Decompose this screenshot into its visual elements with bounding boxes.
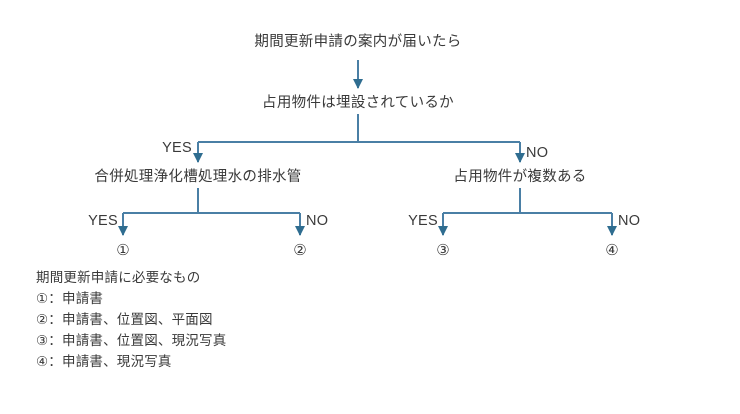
edge-label-main-no: NO [526,145,549,161]
node-branch-left: 合併処理浄化槽処理水の排水管 [94,169,302,185]
outcome-marker-two: ② [293,242,307,259]
outcome-marker-four: ④ [605,242,619,259]
legend-item-two: ②：申請書、位置図、平面図 [36,311,213,327]
edge-label-right-yes: YES [408,213,438,229]
edge-label-left-no: NO [306,213,329,229]
node-start: 期間更新申請の案内が届いたら [254,34,462,50]
edge-label-right-no: NO [618,213,641,229]
node-question-buried: 占用物件は埋設されているか [262,95,454,111]
node-branch-right: 占用物件が複数ある [453,169,587,185]
outcome-marker-one: ① [116,242,130,259]
legend-item-four: ④：申請書、現況写真 [36,353,172,369]
legend-item-one: ①：申請書 [36,290,104,306]
edge-label-main-yes: YES [162,140,192,156]
outcome-marker-three: ③ [436,242,450,259]
legend-title: 期間更新申請に必要なもの [36,270,201,285]
edge-label-left-yes: YES [88,213,118,229]
legend: 期間更新申請に必要なもの ①：申請書 ②：申請書、位置図、平面図 ③：申請書、位… [36,268,226,373]
legend-item-three: ③：申請書、位置図、現況写真 [36,332,227,348]
